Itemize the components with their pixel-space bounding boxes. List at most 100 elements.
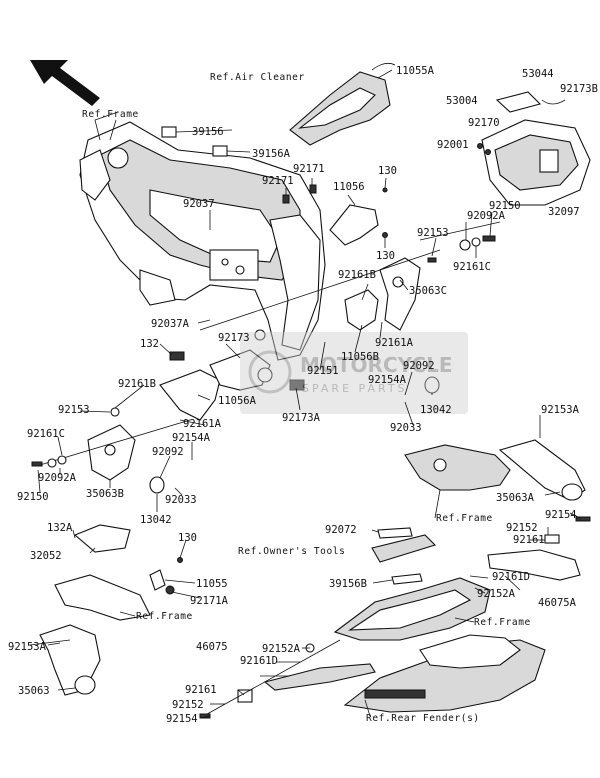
label-92161A-a: 92161A	[375, 337, 414, 349]
pad-39156	[161, 126, 177, 138]
label-92173B: 92173B	[560, 83, 598, 95]
tool-tray	[333, 527, 491, 641]
reference-labels: Ref.Air Cleaner Ref.Frame Ref.Frame Ref.…	[82, 72, 530, 724]
label-35063B: 35063B	[86, 488, 124, 500]
air-cleaner-cover	[289, 62, 396, 146]
clip-92171-b	[309, 184, 317, 194]
label-11055: 11055	[196, 578, 228, 590]
watermark-line2: SPARE PARTS	[302, 382, 408, 395]
label-46075: 46075	[196, 641, 228, 653]
label-13042-b: 13042	[140, 514, 172, 526]
label-39156: 39156	[192, 126, 224, 138]
label-92161C-b: 92161C	[27, 428, 65, 440]
label-92154: 92154	[545, 509, 577, 521]
bolt-left	[31, 461, 43, 467]
label-92033-a: 92033	[390, 422, 422, 434]
collar-13042-b	[149, 476, 165, 494]
label-92161C-a: 92161C	[453, 261, 491, 273]
footpeg-46075	[199, 639, 376, 719]
bracket-35063b	[87, 424, 136, 481]
ref-air-cleaner: Ref.Air Cleaner	[210, 72, 305, 83]
label-130-a: 130	[378, 165, 397, 177]
label-92152-b: 92152	[172, 699, 204, 711]
leader-lines	[37, 69, 581, 719]
label-130-b: 130	[376, 250, 395, 262]
bracket-35063a	[404, 439, 586, 501]
label-46075A: 46075A	[538, 597, 577, 609]
bracket-35063c	[344, 257, 421, 331]
ref-frame-right: Ref.Frame	[436, 513, 493, 524]
ref-frame-left: Ref.Frame	[136, 611, 193, 622]
label-92150-a: 92150	[489, 200, 521, 212]
label-92072: 92072	[325, 524, 357, 536]
label-92092A-b: 92092A	[38, 472, 77, 484]
label-11056: 11056	[333, 181, 365, 193]
label-92171-b: 92171	[293, 163, 325, 175]
label-92152-a: 92152	[506, 522, 538, 534]
bracket-35063	[29, 624, 101, 696]
label-92171A: 92171A	[190, 595, 229, 607]
label-92001: 92001	[437, 139, 469, 151]
washer-left-c	[110, 407, 120, 417]
label-92153A-b: 92153A	[8, 641, 47, 653]
label-32052: 32052	[30, 550, 62, 562]
label-92161B-a: 92161B	[338, 269, 376, 281]
ref-rear-fender: Ref.Rear Fender(s)	[366, 713, 480, 724]
label-92033-b: 92033	[165, 494, 197, 506]
label-92150-b: 92150	[17, 491, 49, 503]
label-92161D-a: 92161D	[492, 571, 530, 583]
label-92153-b: 92153	[58, 404, 90, 416]
washer-left-b	[57, 455, 67, 465]
label-92152A-b: 92152A	[262, 643, 301, 655]
left-lower-bracket	[54, 524, 183, 621]
label-92170: 92170	[468, 117, 500, 129]
label-92173A: 92173A	[282, 412, 321, 424]
label-92173: 92173	[218, 332, 250, 344]
label-92161-b: 92161	[185, 684, 217, 696]
label-92092-a: 92092	[403, 360, 435, 372]
label-35063C: 35063C	[409, 285, 447, 297]
label-92171-a: 92171	[262, 175, 294, 187]
label-11055A: 11055A	[396, 65, 435, 77]
label-92161B-b: 92161B	[118, 378, 156, 390]
label-11056A: 11056A	[218, 395, 257, 407]
bracket-11056	[329, 204, 379, 246]
label-92092A-a: 92092A	[467, 210, 506, 222]
label-11056B: 11056B	[341, 351, 379, 363]
label-132A: 132A	[47, 522, 73, 534]
washer-left-a	[47, 458, 57, 468]
label-53004: 53004	[446, 95, 478, 107]
battery-case	[477, 91, 591, 206]
ref-frame-top: Ref.Frame	[82, 109, 139, 120]
label-39156B: 39156B	[329, 578, 367, 590]
label-39156A: 39156A	[252, 148, 291, 160]
ref-owners-tools: Ref.Owner's Tools	[238, 546, 345, 557]
label-132: 132	[140, 338, 159, 350]
label-92151: 92151	[307, 365, 339, 377]
label-35063: 35063	[18, 685, 50, 697]
watermark: MOTORCYCLE SPARE PARTS	[240, 332, 468, 414]
label-53044: 53044	[522, 68, 554, 80]
label-92153A-a: 92153A	[541, 404, 580, 416]
bolt-axis-right	[199, 221, 501, 331]
label-92161A-b: 92161A	[183, 418, 222, 430]
label-92161D-b: 92161D	[240, 655, 278, 667]
pad-39156a	[212, 145, 228, 157]
front-arrow-icon	[30, 60, 100, 106]
part-labels: 11055A 53044 53004 92173B 92170 92001 32…	[8, 65, 598, 725]
label-92037: 92037	[183, 198, 215, 210]
label-92037A: 92037A	[151, 318, 190, 330]
footpeg-46075a	[487, 516, 591, 581]
label-92161-a: 92161	[513, 534, 545, 546]
label-35063A: 35063A	[496, 492, 535, 504]
watermark-line1: MOTORCYCLE	[300, 353, 452, 377]
label-92092-b: 92092	[152, 446, 184, 458]
label-32097: 32097	[548, 206, 580, 218]
bracket-11056a	[159, 349, 305, 421]
clip-92171-a	[282, 194, 290, 204]
rear-fender	[343, 634, 546, 713]
label-92153-a: 92153	[417, 227, 449, 239]
main-frame	[79, 111, 326, 361]
